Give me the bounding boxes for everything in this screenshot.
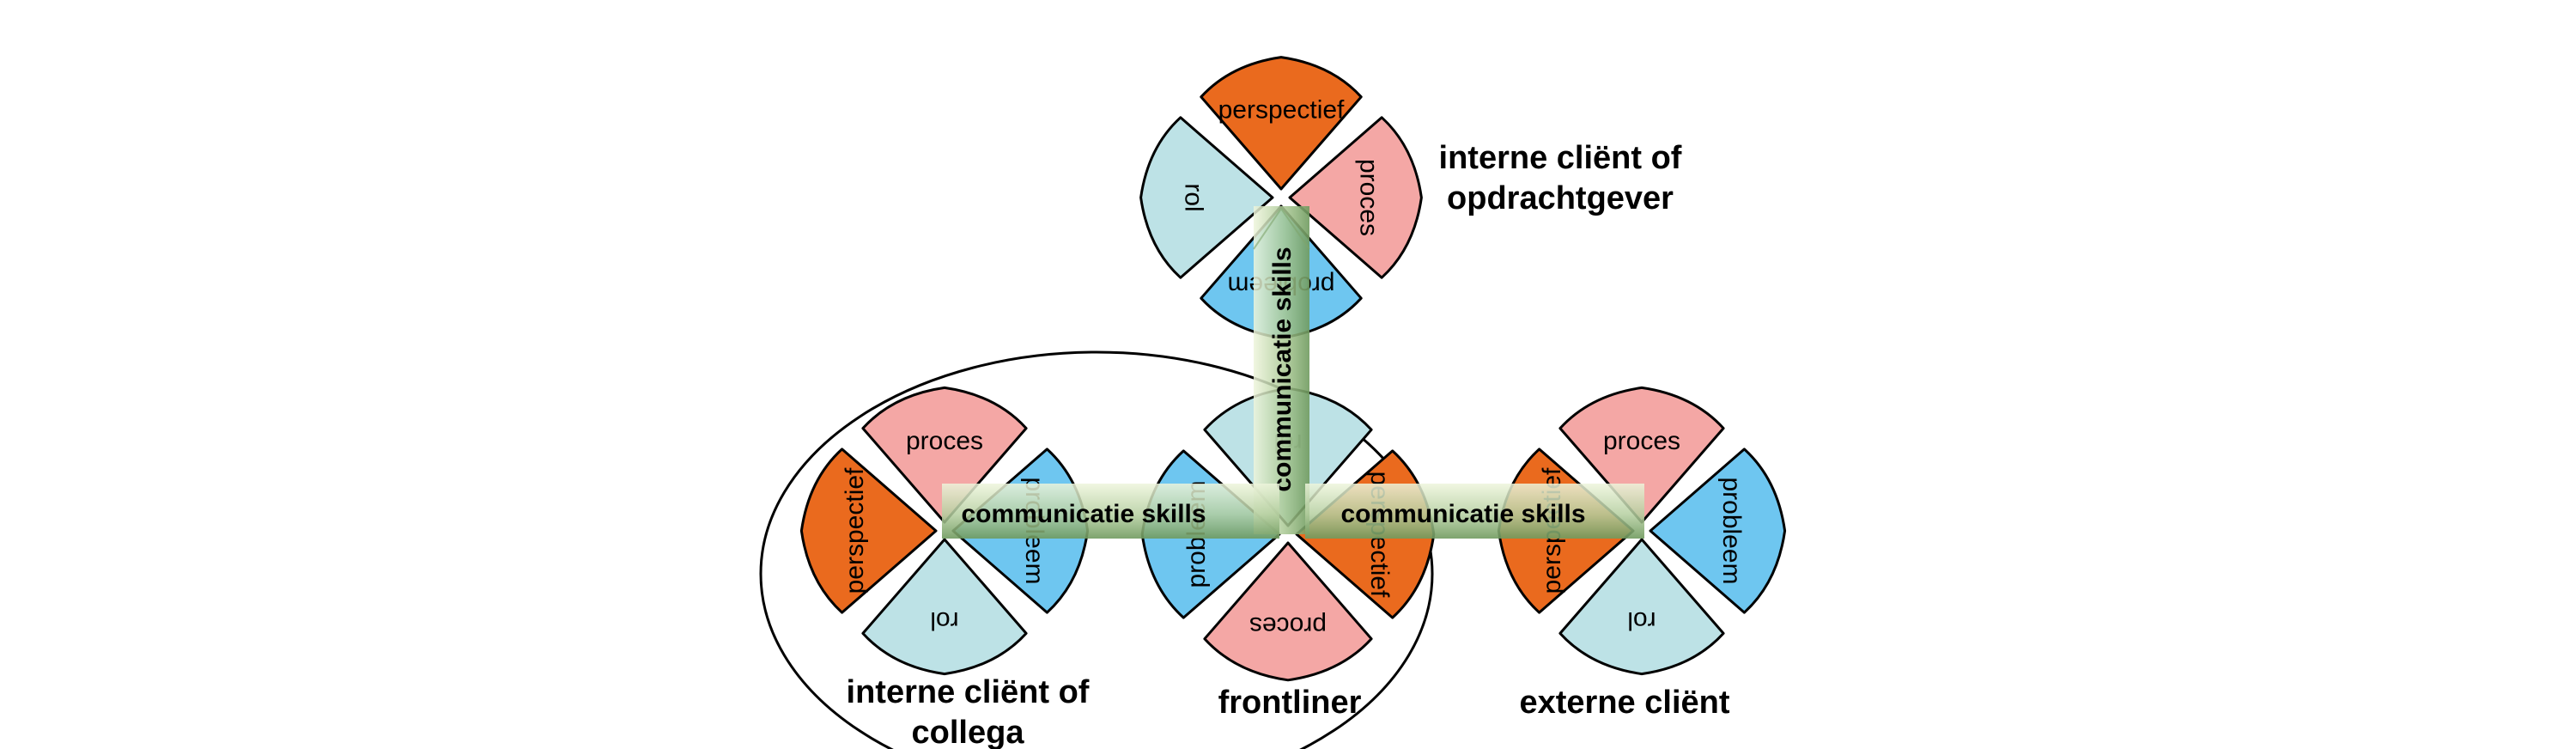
connector-vertical-chevron [1253, 207, 1310, 250]
connector-left-label: communicatie skills [961, 500, 1206, 528]
actor-label-left-line2: collega [912, 715, 1025, 749]
petal-proces [1558, 386, 1725, 524]
petal-proces [1203, 541, 1373, 682]
actor-label-center: frontliner [1218, 685, 1362, 721]
petal-rol [861, 538, 1028, 676]
connector-vertical-bar [1254, 206, 1309, 534]
petal-label-perspectief: perspectief [841, 467, 869, 594]
actor-label-top-line2: opdrachtgever [1447, 180, 1674, 216]
internal-group-ellipse [759, 350, 1434, 749]
connector-left-bar [942, 484, 1279, 539]
petal-label-perspectief: perspectief [1218, 95, 1345, 124]
petal-label-rol: rol [930, 606, 958, 635]
petal-rol [1558, 538, 1725, 676]
connector-vertical-label: communicatie skills [1268, 247, 1297, 491]
petal-label-proces: proces [906, 427, 983, 455]
petal-probleem [1649, 448, 1787, 614]
flower-right-external-client: procesprobleemrolperspectief [1497, 386, 1787, 676]
connector-right-label: communicatie skills [1340, 500, 1585, 528]
connector-right-bar [1305, 484, 1644, 539]
actor-label-top-line1: interne cliënt of [1439, 140, 1682, 176]
petal-label-rol: rol [1627, 606, 1656, 635]
petal-label-probleem: probleem [1717, 477, 1746, 584]
connector-right: communicatie skills [1305, 484, 1644, 539]
petal-rol [1139, 116, 1274, 279]
petal-perspectief [799, 448, 938, 614]
petal-proces [1288, 116, 1423, 279]
connector-vertical: communicatie skills [1253, 206, 1310, 534]
actor-label-right: externe cliënt [1520, 685, 1730, 721]
petal-label-rol: rol [1179, 183, 1207, 211]
actor-label-left-line1: interne cliënt of [847, 674, 1090, 710]
petal-label-proces: proces [1249, 612, 1327, 640]
petal-perspectief [1200, 56, 1363, 191]
connector-left: communicatie skills [942, 484, 1279, 539]
petal-proces [861, 386, 1028, 524]
petal-label-proces: proces [1355, 159, 1383, 236]
petal-label-proces: proces [1603, 427, 1680, 455]
